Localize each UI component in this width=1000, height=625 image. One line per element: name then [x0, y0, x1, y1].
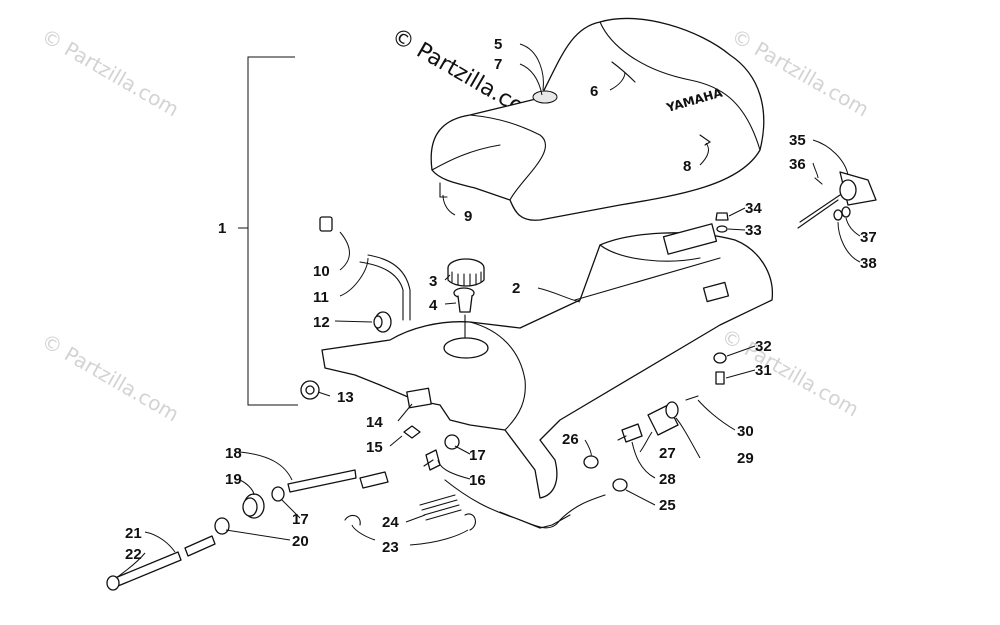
vent-hose: [359, 254, 411, 321]
fuel-cap: [447, 258, 485, 287]
callout-12: 12: [313, 314, 330, 331]
callout-10: 10: [313, 263, 330, 280]
fuel-tank: [321, 223, 774, 499]
bolt-31: [715, 371, 725, 385]
callout-18: 18: [225, 445, 242, 462]
fitting-17-lower: [271, 486, 285, 502]
clamp-20: [214, 517, 230, 535]
callout-24: 24: [382, 514, 399, 531]
clamp-23-left: [344, 514, 361, 526]
callout-2: 2: [512, 280, 520, 297]
nut-37: [841, 206, 851, 218]
fuel-strainer: [453, 287, 475, 339]
callout-1: 1: [218, 220, 226, 237]
seat-pin-9: [439, 182, 448, 198]
clip-36: [814, 177, 823, 185]
callout-3: 3: [429, 273, 437, 290]
vent-cap: [319, 216, 333, 232]
callout-6: 6: [590, 83, 598, 100]
fuel-valve-16: [423, 449, 441, 471]
callout-4: 4: [429, 297, 438, 314]
callout-11: 11: [313, 289, 329, 306]
tank-label-14: [406, 387, 432, 409]
callout-35: 35: [789, 132, 806, 149]
callout-21: 21: [125, 525, 142, 542]
grommet-29: [665, 401, 679, 419]
nut-34: [715, 212, 729, 221]
washer-38: [833, 209, 843, 221]
clamp-23-right: [464, 513, 476, 531]
callout-19: 19: [225, 471, 242, 488]
seat: YAMAHA: [430, 17, 765, 221]
callout-38: 38: [860, 255, 877, 272]
callout-16: 16: [469, 472, 486, 489]
callout-17b: 17: [292, 511, 309, 528]
fitting-12: [373, 311, 392, 333]
watermark-mid-right: © Partzilla.com: [718, 324, 864, 422]
callout-22: 22: [125, 546, 142, 563]
fuel-line-18b: [359, 471, 389, 489]
watermark-mid-left: © Partzilla.com: [38, 329, 184, 427]
spring-24: [419, 494, 462, 521]
callout-37: 37: [860, 229, 877, 246]
callout-25: 25: [659, 497, 676, 514]
switch-assembly-35: [797, 171, 877, 229]
clamp-22: [106, 575, 120, 591]
cable-end-25: [612, 478, 628, 492]
screw-30: [685, 395, 699, 401]
tank-handle-slot: [662, 223, 718, 255]
callout-17a: 17: [469, 447, 486, 464]
cable-25: [444, 479, 606, 529]
switch-28: [617, 423, 643, 443]
tank-filler-neck: [443, 337, 489, 359]
callout-33: 33: [745, 222, 762, 239]
washer-32: [713, 352, 727, 364]
callout-26: 26: [562, 431, 579, 448]
callout-9: 9: [464, 208, 472, 225]
callout-8: 8: [683, 158, 691, 175]
callout-30: 30: [737, 423, 754, 440]
filter-19: [242, 493, 265, 519]
fuel-line-18: [287, 469, 357, 493]
callout-15: 15: [366, 439, 383, 456]
assembly-bracket: [247, 56, 298, 406]
callout-29: 29: [737, 450, 754, 467]
seat-strap-6: [611, 61, 636, 83]
callout-34: 34: [745, 200, 762, 217]
nut-26: [583, 455, 599, 469]
tube-segment: [184, 535, 216, 557]
callout-27: 27: [659, 445, 676, 462]
callout-5: 5: [494, 36, 502, 53]
leader-lines: [115, 43, 861, 579]
watermark-top-left: © Partzilla.com: [38, 24, 184, 122]
seat-hole-7: [532, 90, 558, 104]
callout-32: 32: [755, 338, 772, 355]
callout-14: 14: [366, 414, 383, 431]
cable-25-shield: [499, 511, 571, 529]
callout-labels: 1 2 3 4 5 6 7 8 9 10 11 12 13 14 15 16 1…: [125, 36, 877, 563]
callout-23: 23: [382, 539, 399, 556]
callout-36: 36: [789, 156, 806, 173]
clip-15: [403, 425, 421, 439]
callout-7: 7: [494, 56, 502, 73]
callout-20: 20: [292, 533, 309, 550]
washer-33: [716, 225, 728, 233]
callout-31: 31: [755, 362, 772, 379]
callout-13: 13: [337, 389, 354, 406]
fitting-17-upper: [444, 434, 460, 450]
grommet-13: [300, 380, 320, 400]
tank-window-2: [702, 281, 730, 303]
callout-28: 28: [659, 471, 676, 488]
